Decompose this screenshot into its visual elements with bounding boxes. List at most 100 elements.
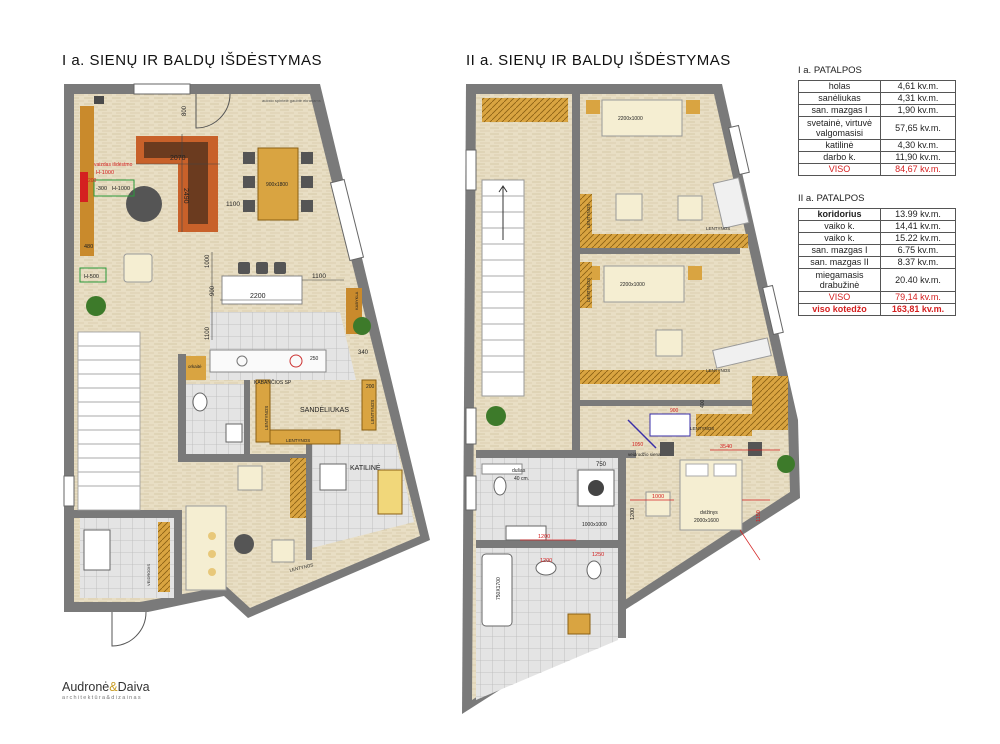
t1-room-0: holas [798,80,881,93]
label-750x1700: 750X1700 [496,577,502,600]
label-1200c: 1200 [630,508,636,520]
t2-total-label: VISO [798,291,881,304]
t1-area-2: 1,90 kv.m. [880,104,956,117]
floor1-window-left [63,475,75,507]
label-wardrobe: VEIDRODIS [146,564,151,586]
t2-area-3: 6.75 kv.m. [880,244,956,257]
t1-room-2: san. mazgas I [798,104,881,117]
label-200: 200 [366,384,375,390]
t1-room-4: katilinė [798,139,881,152]
label-hanger: KABYKLA [354,291,359,310]
dim-900: 900 [210,285,216,296]
label-storage: SANDĖLIUKAS [300,405,349,414]
floor2-corridor-shelf [482,98,568,122]
label-red-note: vaizdas išdėstmo [94,162,133,168]
label-shelves-2c: LENTYNOS [586,278,591,302]
t1-area-3: 57,65 kv.m. [880,116,956,140]
dim-1100-b: 1100 [312,273,326,280]
floor1-armchair [123,253,153,283]
t1-room-5: darbo k. [798,151,881,164]
t1-area-5: 11,90 kv.m. [880,151,956,164]
floor1-plant [86,296,106,316]
floor1-title: I a. SIENŲ IR BALDŲ IŠDĖSTYMAS [62,52,323,69]
label-3540: 3540 [720,444,732,450]
brand-name-b: Daiva [117,680,150,694]
label-400: 400 [700,399,706,408]
table1-heading: I a. PATALPOS [798,65,862,76]
dim-2490: 2490 [182,188,189,204]
t2-area-1: 14,41 kv.m. [880,220,956,233]
label-shelves-2e: LENTYNOS [690,426,714,431]
brand-subtitle: architektūra&dizainas [62,695,142,701]
label-1150: 1150 [756,510,762,522]
label-shower: dušas [512,468,526,474]
t1-total-label: VISO [798,163,881,176]
label-orkaite: orkaitė [188,364,202,369]
t2-grand-total-area: 163,81 kv.m. [880,303,956,316]
t2-area-5: 20.40 kv.m. [880,268,956,292]
t1-area-1: 4,31 kv.m. [880,92,956,105]
label-shelves-b: LENTYNOS [286,438,310,443]
floor1-entry-door [111,611,147,647]
label-750: 750 [596,462,607,468]
floor1-staircase [77,331,141,511]
label-shelves-d: LENTYNOS [289,562,314,573]
t1-total-area: 84,67 kv.m. [880,163,956,176]
dim-800: 800 [182,105,188,116]
t1-room-1: sanėliukas [798,92,881,105]
t1-area-0: 4,61 kv.m. [880,80,956,93]
t2-area-2: 15.22 kv.m. [880,232,956,245]
label-250: 250 [310,356,319,362]
dim-2200: 2200 [250,293,266,300]
label-boiler: KATILINĖ [350,463,381,472]
label-1000: 1000 [652,494,664,500]
floor1-window-top [133,83,191,95]
brand-name-a: Audronė [62,680,110,694]
t1-room-3: svetainė, virtuvė valgomasisi [798,116,881,140]
label-shelves-2a: LENTYNOS [586,204,591,228]
label-h200: 200 [88,178,97,184]
label-h300: -300 [96,186,107,192]
label-shelves-c: LENTYNOS [370,400,375,424]
dim-1100-c: 1100 [205,326,211,340]
label-1000x1000: 1000x1000 [582,522,607,528]
label-900: 900 [670,408,679,414]
label-h1000-a: H-1000 [96,170,114,176]
floor2-staircase [481,179,525,397]
floor1-window-right [329,178,365,262]
t2-area-0: 13.99 kv.m. [880,208,956,221]
table2-heading: II a. PATALPOS [798,193,865,204]
floor1-wc-tiles [186,384,244,454]
label-shelves-2d: LENTYNOS [706,368,730,373]
label-master-bed: 2000x1600 [694,518,719,524]
floor1-coffee-table [126,186,162,222]
t2-room-0: koridorius [798,208,881,221]
label-shelves-2b: LENTYNOS [706,226,730,231]
floor2-plan: 2200x1000 2200x1000 dvižinys 2000x1600 L… [462,84,800,714]
dim-1100-a: 1100 [226,201,240,208]
label-1200: 1200 [538,534,550,540]
dim-1000: 1000 [205,254,211,268]
floor1-storage-shelves [255,379,271,443]
label-h1000-b: H-1000 [112,186,130,192]
floor1-kitchen-island [221,275,303,305]
label-master-bed-name: dvižinys [700,510,718,516]
brand-logo: Audronė&Daiva architektūra&dizainas [62,680,150,701]
label-h500: H-500 [84,274,99,280]
t2-room-4: san. mazgas II [798,256,881,269]
t1-area-4: 4,30 kv.m. [880,139,956,152]
floor1-dining-table [257,147,299,221]
label-bed-1: 2200x1000 [618,116,643,122]
floor2-title: II a. SIENŲ IR BALDŲ IŠDĖSTYMAS [466,52,731,69]
label-table: 900x1800 [266,182,288,188]
floor2-bed-1 [601,99,683,137]
label-mirror-wall: veidrodžio siena [628,452,661,457]
floor1-desk [185,505,227,591]
floor1-plan: 2070 2490 800 1100 1100 1100 1000 900 22… [63,83,430,647]
label-kitchen-note: auksto spintelė gaubtė ekranams [262,98,321,103]
label-1250: 1250 [592,552,604,558]
dim-2070: 2070 [170,155,186,162]
floor2-wardrobe [752,376,788,430]
